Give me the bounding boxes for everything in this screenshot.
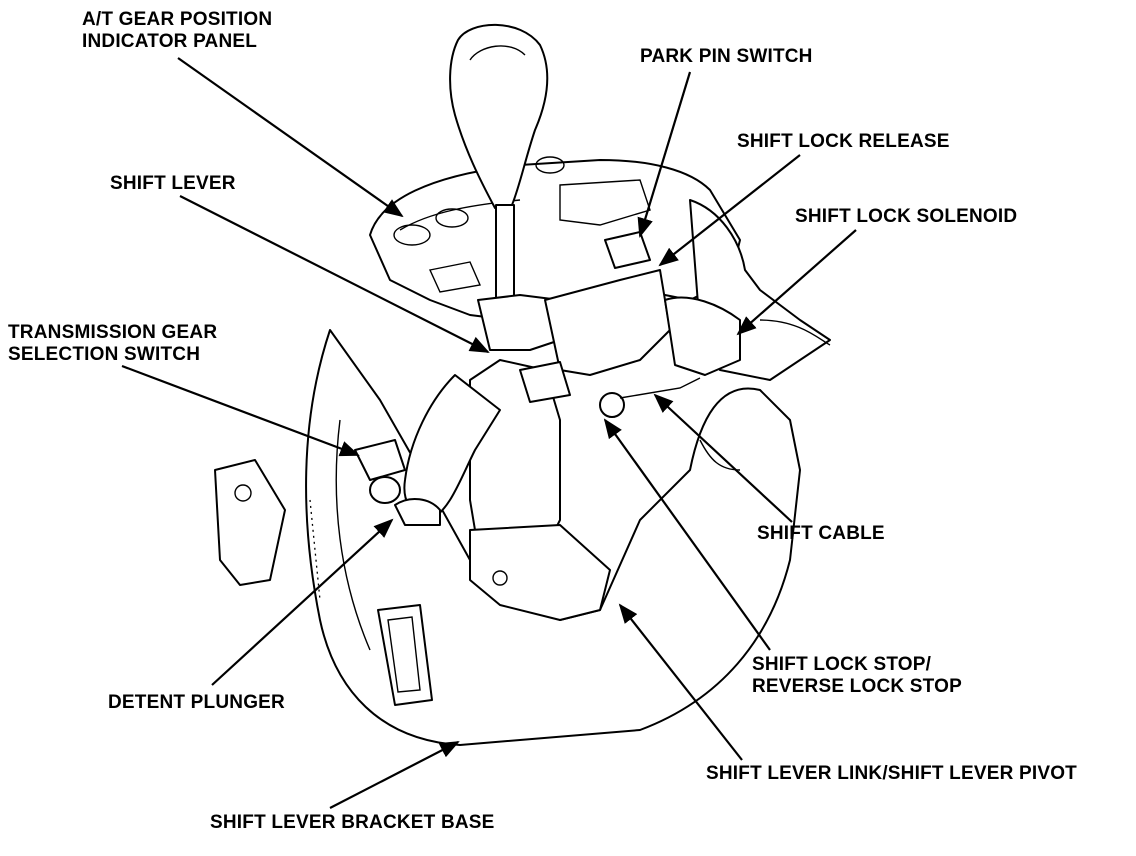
shift-lever-knob (449, 23, 549, 316)
label-shift-cable: SHIFT CABLE (757, 523, 885, 544)
label-trans-gear-switch-line2: SELECTION SWITCH (8, 344, 201, 365)
indicator-panel-housing (369, 156, 741, 321)
label-shift-lock-release: SHIFT LOCK RELEASE (737, 131, 950, 152)
bracket-base-outline (305, 329, 801, 746)
leader-bracket-base (329, 741, 460, 809)
label-trans-gear-switch-line1: TRANSMISSION GEAR (8, 322, 218, 343)
lever-bracket (469, 294, 611, 621)
mounting-brackets (214, 439, 741, 706)
label-shift-lock-solenoid: SHIFT LOCK SOLENOID (795, 206, 1018, 227)
leader-lines (121, 57, 857, 809)
leader-trans-gear-switch (121, 364, 360, 457)
leader-park-pin-switch (637, 71, 692, 238)
leader-at-gear-panel (177, 57, 404, 218)
leader-detent-plunger (211, 518, 394, 686)
leader-shift-cable (653, 393, 793, 523)
label-shift-lever: SHIFT LEVER (110, 173, 236, 194)
gear-selection-switch (354, 374, 501, 526)
label-shift-lever-link: SHIFT LEVER LINK/SHIFT LEVER PIVOT (706, 763, 1077, 784)
label-at-gear-panel-line2: INDICATOR PANEL (82, 31, 258, 52)
leader-shift-lever-link (618, 603, 743, 761)
label-shift-lock-stop-line2: REVERSE LOCK STOP (752, 676, 962, 697)
leader-shift-lock-stop (603, 418, 771, 651)
leader-shift-lock-release (658, 154, 801, 267)
label-shift-lock-stop-line1: SHIFT LOCK STOP/ (752, 654, 932, 675)
leader-shift-lever (179, 195, 490, 353)
leader-shift-lock-solenoid (736, 229, 857, 336)
shift-lock-mechanism (519, 231, 741, 418)
label-park-pin-switch: PARK PIN SWITCH (640, 46, 813, 67)
label-bracket-base: SHIFT LEVER BRACKET BASE (210, 812, 495, 833)
label-at-gear-panel-line1: A/T GEAR POSITION (82, 9, 273, 30)
label-detent-plunger: DETENT PLUNGER (108, 692, 285, 713)
